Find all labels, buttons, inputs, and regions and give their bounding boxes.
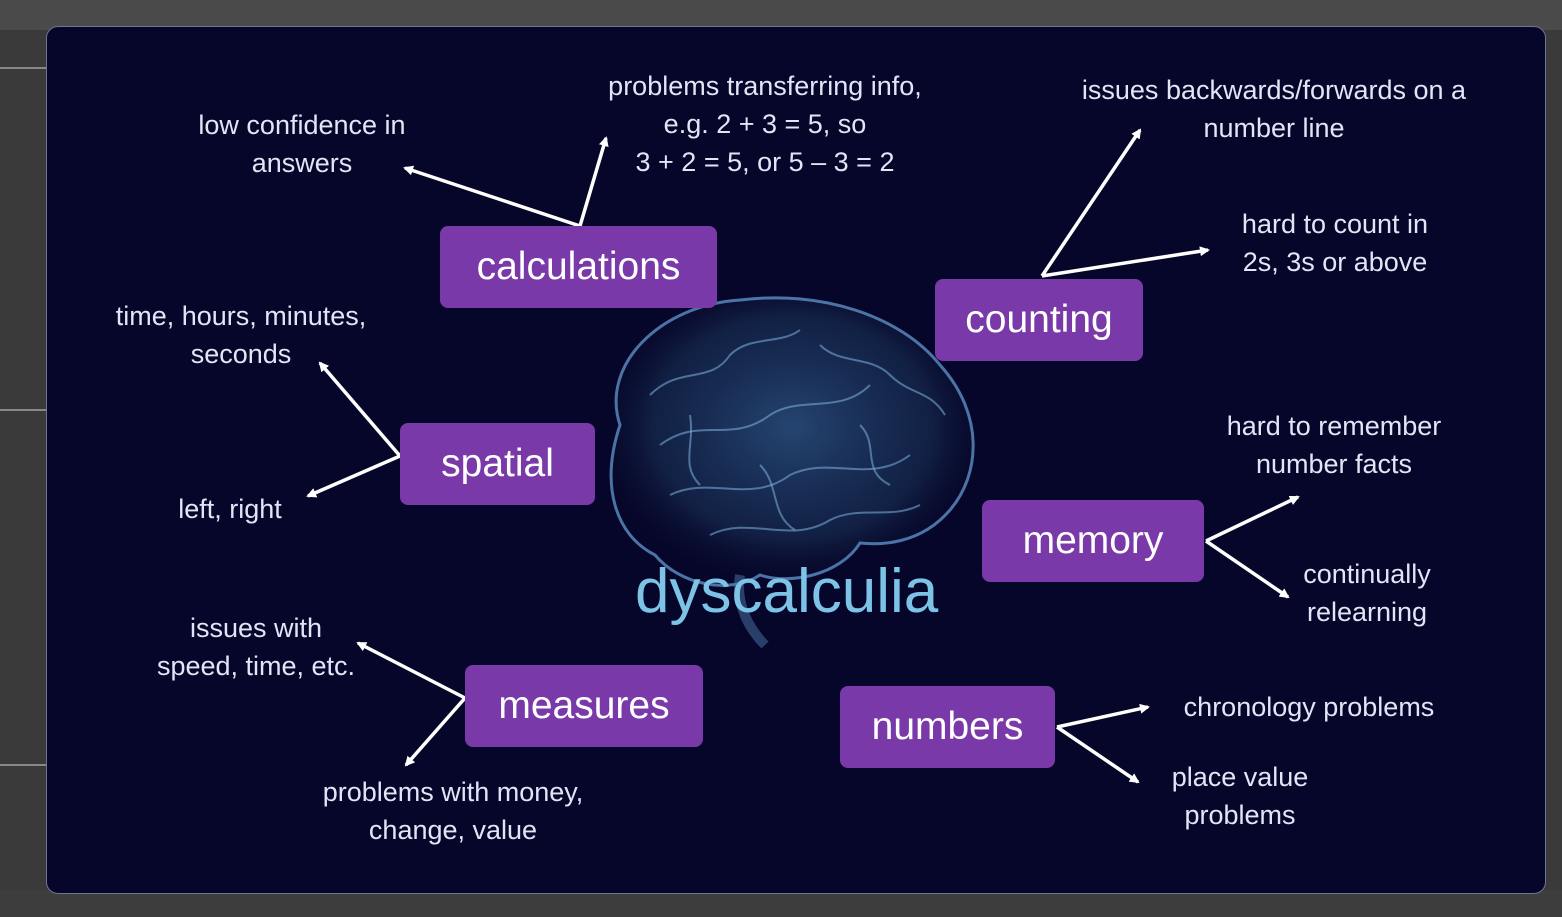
note-speed-time: issues with speed, time, etc. xyxy=(156,613,356,681)
note-chronology: chronology problems xyxy=(1183,692,1435,722)
note-place-value: place value problems xyxy=(1171,762,1309,830)
note-transferring-info: problems transferring info, e.g. 2 + 3 =… xyxy=(608,71,922,177)
arrow-measures-money xyxy=(404,696,467,767)
arrow-calculations-confidence xyxy=(403,165,581,228)
category-measures: measures xyxy=(465,665,703,747)
note-count-in-2s: hard to count in 2s, 3s or above xyxy=(1241,209,1429,277)
arrow-numbers-placevalue xyxy=(1056,725,1140,784)
note-money-change: problems with money, change, value xyxy=(322,777,584,845)
arrow-counting-numberline xyxy=(1040,128,1142,277)
arrow-calculations-transfer xyxy=(578,136,609,227)
arrow-spatial-leftright xyxy=(306,454,401,498)
category-memory: memory xyxy=(982,500,1204,582)
category-numbers: numbers xyxy=(840,686,1055,768)
note-number-line: issues backwards/forwards on a number li… xyxy=(1081,75,1467,143)
category-counting: counting xyxy=(935,279,1143,361)
note-time-hours: time, hours, minutes, seconds xyxy=(115,301,367,369)
arrow-memory-relearn xyxy=(1205,539,1290,599)
brain-illustration xyxy=(609,296,975,649)
arrow-counting-count xyxy=(1041,246,1210,278)
note-left-right: left, right xyxy=(178,494,282,524)
note-relearning: continually relearning xyxy=(1303,559,1431,627)
note-low-confidence: low confidence in answers xyxy=(198,110,406,178)
arrow-spatial-time xyxy=(318,361,402,458)
category-spatial: spatial xyxy=(400,423,595,505)
arrow-measures-speed xyxy=(356,641,466,700)
category-calculations: calculations xyxy=(440,226,717,308)
arrow-numbers-chronology xyxy=(1056,703,1150,729)
arrow-memory-facts xyxy=(1205,495,1300,543)
note-number-facts: hard to remember number facts xyxy=(1226,411,1442,479)
diagram-title: dyscalculia xyxy=(635,557,939,626)
